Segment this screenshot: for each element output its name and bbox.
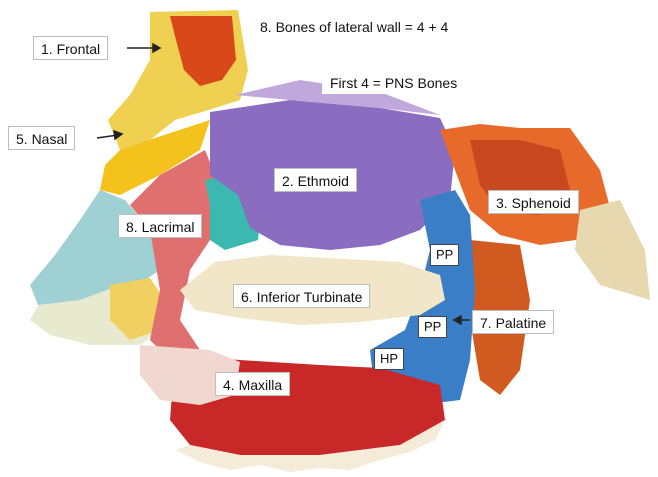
- label-nasal: 5. Nasal: [8, 126, 75, 150]
- label-sphenoid: 3. Sphenoid: [488, 190, 579, 214]
- label-pp-lower: PP: [418, 316, 447, 338]
- label-lacrimal: 8. Lacrimal: [118, 214, 202, 238]
- diagram-title: 8. Bones of lateral wall = 4 + 4: [252, 14, 456, 38]
- label-frontal: 1. Frontal: [33, 36, 108, 60]
- diagram-subtitle: First 4 = PNS Bones: [322, 70, 465, 94]
- label-palatine: 7. Palatine: [472, 310, 554, 334]
- label-maxilla: 4. Maxilla: [215, 372, 290, 396]
- label-hp: HP: [374, 348, 404, 370]
- label-pp-upper: PP: [430, 244, 459, 266]
- label-ethmoid: 2. Ethmoid: [274, 168, 357, 192]
- label-inferior-turbinate: 6. Inferior Turbinate: [233, 284, 370, 308]
